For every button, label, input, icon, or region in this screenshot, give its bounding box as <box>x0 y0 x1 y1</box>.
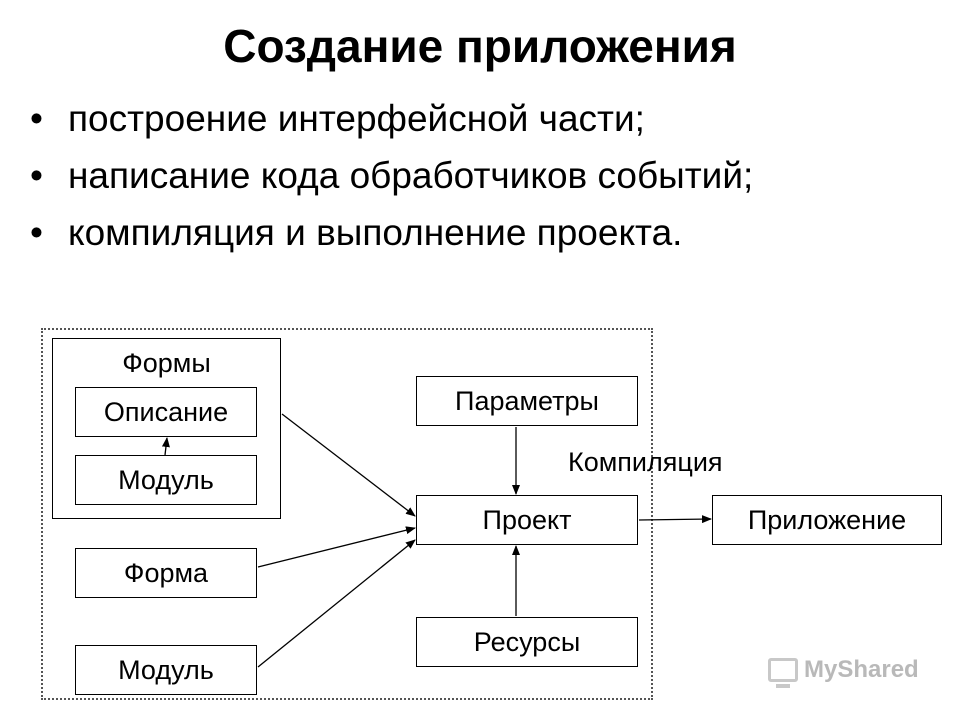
arrow-form-to-project <box>257 526 416 568</box>
bullet-icon: • <box>30 212 43 253</box>
bullet-text: построение интерфейсной части; <box>68 98 645 139</box>
node-project: Проект <box>416 495 638 545</box>
node-application: Приложение <box>712 495 942 545</box>
presentation-screen-icon <box>768 658 798 688</box>
node-form: Форма <box>75 548 257 598</box>
arrow-module-to-description <box>161 437 170 456</box>
node-description: Описание <box>75 387 257 437</box>
bullet-icon: • <box>30 155 43 196</box>
list-item: • компиляция и выполнение проекта. <box>28 214 928 252</box>
compile-label: Компиляция <box>568 447 723 477</box>
arrow-module-to-project <box>257 539 416 668</box>
watermark-text: MyShared <box>804 656 919 683</box>
page-title: Создание приложения <box>223 20 737 72</box>
arrow-forms-to-project <box>281 413 416 517</box>
node-module-in-form: Модуль <box>75 455 257 505</box>
bullet-text: написание кода обработчиков событий; <box>68 155 754 196</box>
bullet-text: компиляция и выполнение проекта. <box>68 212 683 253</box>
node-module: Модуль <box>75 645 257 695</box>
list-item: • построение интерфейсной части; <box>28 100 928 138</box>
list-item: • написание кода обработчиков событий; <box>28 157 808 195</box>
bullet-list: • построение интерфейсной части; • напис… <box>28 100 928 271</box>
source-files-frame <box>41 328 653 700</box>
arrow-project-to-application <box>638 515 712 524</box>
forms-group <box>52 338 281 519</box>
watermark-logo: MyShared <box>768 656 919 688</box>
bullet-icon: • <box>30 98 43 139</box>
node-resources: Ресурсы <box>416 617 638 667</box>
forms-group-label: Формы <box>122 348 211 378</box>
node-parameters: Параметры <box>416 376 638 426</box>
